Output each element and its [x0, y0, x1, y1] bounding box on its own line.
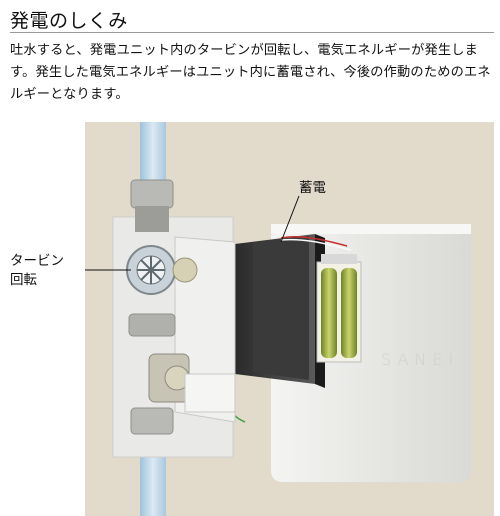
brand-logo: SANEI — [381, 350, 460, 369]
control-board — [184, 373, 236, 413]
turbine-label-line2: 回転 — [10, 272, 37, 288]
storage-leader-line — [280, 195, 300, 243]
battery-1 — [321, 268, 337, 358]
outlet-fitting — [130, 407, 174, 435]
storage-label: 蓄電 — [299, 180, 326, 196]
generator-illustration — [85, 122, 494, 516]
title-divider — [10, 32, 494, 33]
page-title: 発電のしくみ — [10, 10, 128, 32]
generator-coil — [172, 257, 198, 283]
battery-2 — [341, 268, 357, 358]
upper-fitting — [130, 179, 174, 209]
lower-fitting — [128, 313, 176, 337]
generator-diagram — [85, 122, 471, 516]
description-text: 吐水すると、発電ユニット内のタービンが回転し、電気エネルギーが発生します。発生し… — [10, 43, 491, 102]
turbine-label-line1: タービン — [10, 253, 64, 269]
turbine-label: タービン 回転 — [10, 252, 64, 290]
